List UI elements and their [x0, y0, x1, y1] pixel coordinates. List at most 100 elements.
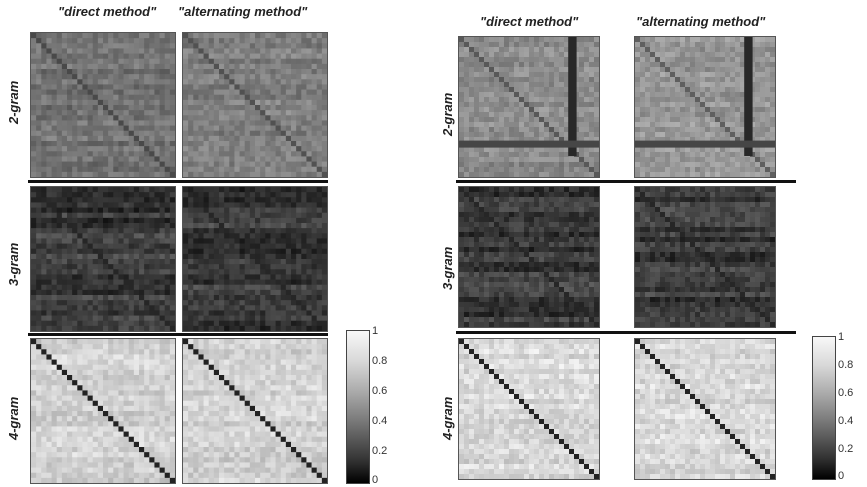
heatmap-cell	[144, 269, 150, 275]
heatmap-cell	[219, 43, 225, 49]
heatmap-cell	[139, 400, 145, 407]
heatmap-cell	[159, 359, 166, 366]
heatmap-cell	[41, 259, 47, 265]
heatmap-cell	[193, 217, 199, 224]
heatmap-cell	[260, 99, 266, 106]
heatmap-cell	[61, 125, 68, 132]
heatmap-cell	[67, 43, 73, 49]
heatmap-cell	[224, 421, 230, 427]
heatmap-cell	[31, 223, 37, 229]
heatmap-cell	[213, 94, 220, 101]
heatmap-cell	[219, 115, 225, 121]
heatmap-cell	[260, 217, 266, 224]
heatmap-cell	[203, 79, 210, 85]
heatmap-cell	[87, 53, 94, 60]
heatmap-cell	[260, 315, 266, 322]
heatmap-cell	[87, 69, 94, 75]
heatmap-cell	[198, 411, 204, 417]
heatmap-cell	[285, 202, 292, 208]
heatmap-cell	[56, 431, 63, 438]
heatmap-cell	[51, 53, 58, 60]
heatmap-cell	[123, 405, 130, 412]
heatmap-cell	[255, 295, 261, 301]
heatmap-cell	[97, 364, 104, 371]
heatmap-cell	[554, 72, 560, 78]
heatmap-cell	[198, 207, 204, 214]
heatmap-cell	[72, 243, 78, 250]
heatmap-cell	[524, 42, 530, 48]
heatmap-cell	[118, 253, 124, 260]
heatmap-cell	[103, 395, 109, 402]
heatmap-cell	[249, 395, 256, 402]
heatmap-cell	[280, 411, 287, 417]
heatmap-cell	[183, 151, 189, 157]
heatmap-cell	[239, 344, 246, 350]
heatmap-cell	[183, 274, 189, 280]
heatmap-cell	[484, 37, 490, 43]
heatmap-cell	[164, 146, 171, 152]
heatmap-cell	[229, 125, 235, 132]
heatmap-cell	[31, 269, 37, 275]
heatmap-cell	[56, 320, 63, 327]
heatmap-cell	[198, 472, 204, 479]
heatmap-cell	[164, 58, 171, 65]
heatmap-cell	[103, 354, 109, 360]
heatmap-cell	[164, 359, 171, 366]
heatmap-cell	[554, 62, 560, 68]
heatmap-cell	[61, 411, 68, 417]
heatmap-cell	[549, 57, 555, 63]
heatmap-cell	[260, 135, 266, 142]
heatmap-cell	[280, 284, 287, 291]
heatmap-cell	[164, 385, 171, 391]
heatmap-cell	[203, 259, 210, 265]
heatmap-cell	[229, 43, 235, 49]
heatmap-cell	[244, 426, 251, 432]
heatmap-cell	[301, 315, 307, 322]
heatmap-cell	[285, 187, 292, 193]
heatmap-cell	[208, 477, 215, 483]
heatmap-cell	[188, 315, 194, 322]
heatmap-cell	[144, 274, 150, 280]
heatmap-cell	[255, 447, 261, 453]
heatmap-cell	[265, 94, 271, 101]
heatmap-cell	[183, 105, 189, 111]
heatmap-cell	[275, 146, 282, 152]
heatmap-cell	[296, 48, 302, 54]
heatmap-cell	[188, 58, 194, 65]
heatmap-cell	[301, 300, 307, 306]
heatmap-cell	[139, 289, 145, 296]
heatmap-cell	[306, 187, 312, 193]
heatmap-cell	[31, 238, 37, 244]
heatmap-cell	[164, 436, 171, 443]
heatmap-cell	[61, 74, 68, 80]
heatmap-cell	[219, 300, 225, 306]
heatmap-cell	[183, 431, 189, 438]
heatmap-cell	[306, 135, 312, 142]
heatmap-cell	[316, 89, 323, 96]
heatmap-cell	[159, 436, 166, 443]
heatmap-cell	[41, 115, 47, 121]
heatmap-cell	[311, 349, 318, 355]
heatmap-cell	[113, 467, 119, 474]
heatmap-cell	[316, 375, 323, 381]
heatmap-cell	[144, 364, 150, 371]
heatmap-cell	[51, 202, 58, 208]
heatmap-cell	[56, 217, 63, 224]
heatmap-cell	[108, 411, 114, 417]
heatmap-cell	[61, 305, 68, 311]
heatmap-cell	[108, 279, 114, 286]
heatmap-cell	[306, 369, 312, 376]
heatmap-cell	[321, 431, 327, 438]
heatmap-cell	[229, 477, 235, 483]
heatmap-cell	[46, 238, 52, 244]
heatmap-cell	[56, 441, 63, 448]
heatmap-cell	[67, 421, 73, 427]
heatmap-cell	[275, 310, 282, 316]
heatmap-cell	[103, 452, 109, 458]
heatmap-cell	[139, 462, 145, 468]
heatmap-cell	[296, 354, 302, 360]
heatmap-cell	[133, 166, 140, 173]
heatmap-cell	[321, 339, 327, 345]
heatmap-cell	[108, 441, 114, 448]
heatmap-cell	[92, 207, 99, 214]
